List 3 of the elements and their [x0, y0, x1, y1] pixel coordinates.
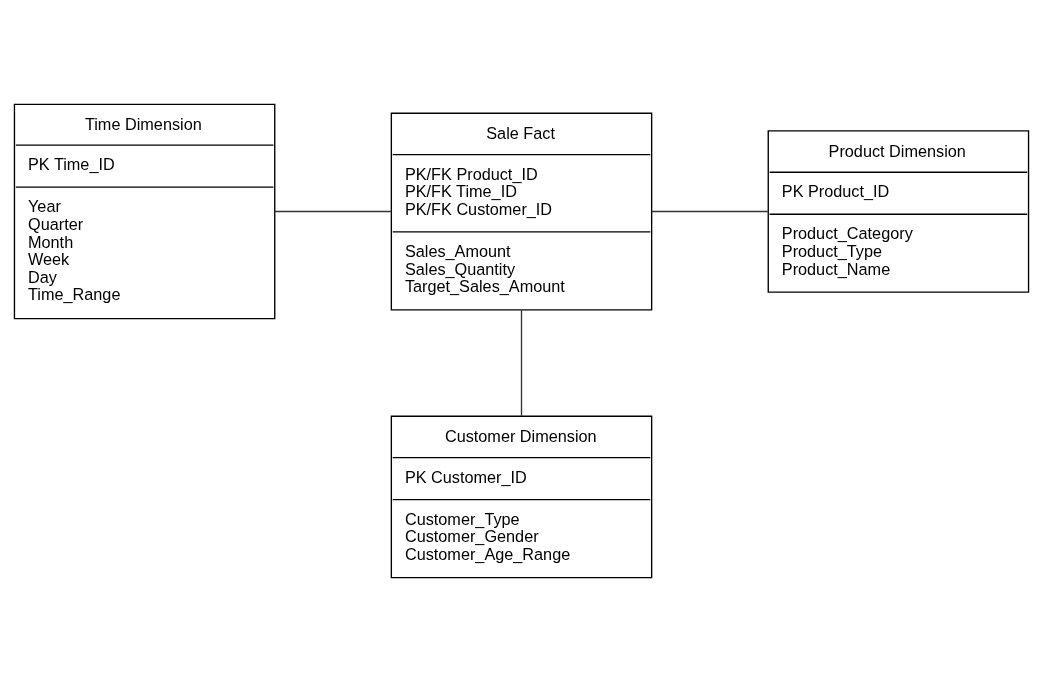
connector	[651, 210, 769, 212]
connector	[274, 210, 392, 212]
connector	[520, 309, 523, 417]
